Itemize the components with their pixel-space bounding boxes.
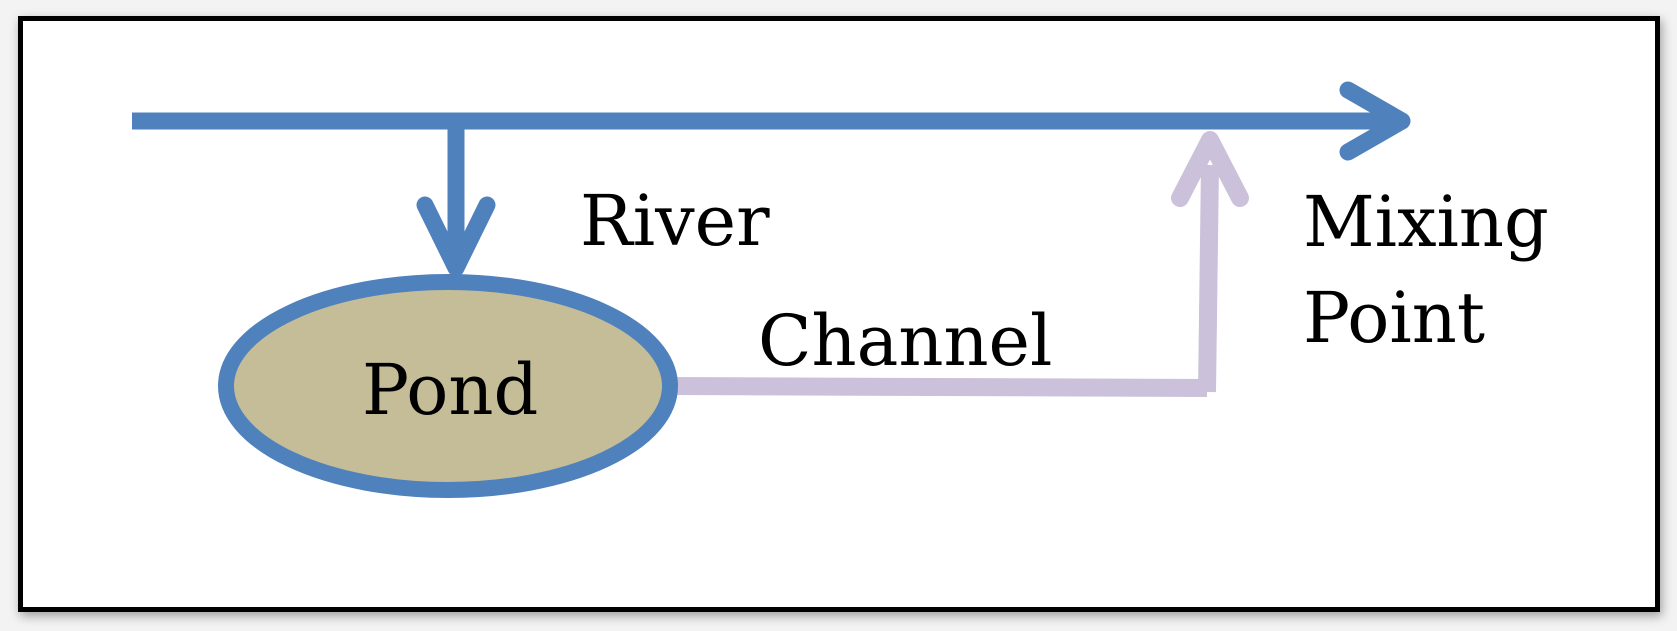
diversion-arrow	[416, 121, 496, 277]
pond-label: Pond	[362, 349, 538, 431]
pond-ellipse	[218, 274, 678, 498]
mixing-point-label-line2: Point	[1303, 277, 1485, 359]
channel-path	[669, 131, 1249, 397]
channel-label: Channel	[758, 300, 1052, 382]
river-arrow	[132, 81, 1411, 161]
river-label: River	[580, 180, 770, 262]
mixing-point-label-line1: Mixing	[1303, 181, 1549, 263]
